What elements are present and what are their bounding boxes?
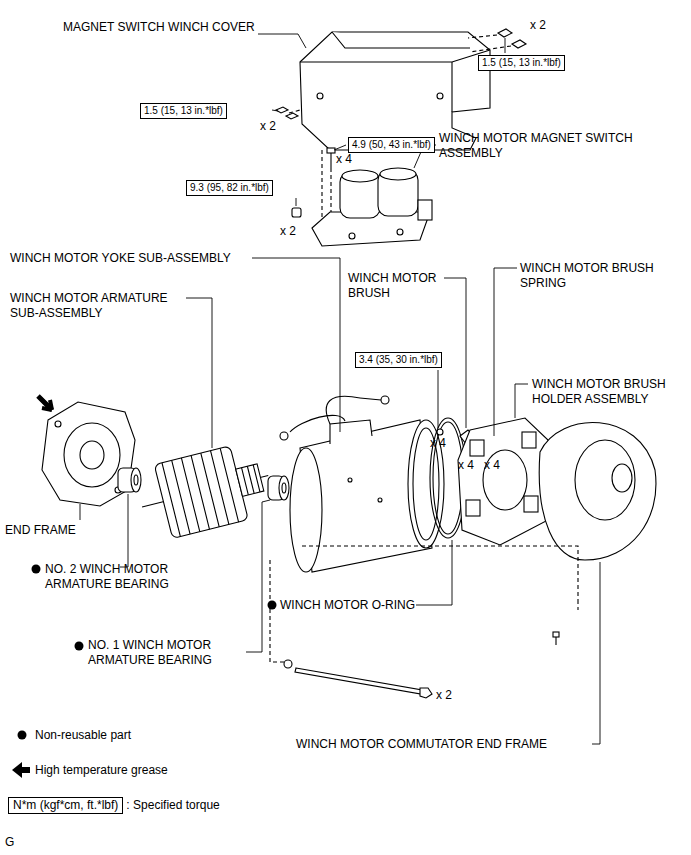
magnet-switch <box>312 168 432 246</box>
legend-text: : Specified torque <box>126 798 219 813</box>
quantity: x 2 <box>530 18 546 33</box>
torque-unit-sample: N*m (kgf*cm, ft.*lbf) <box>8 797 123 814</box>
small-screw <box>553 632 559 645</box>
part-name: WINCH MOTOR ARMATURE SUB-ASSEMBLY <box>10 291 185 321</box>
yoke <box>290 420 444 572</box>
torque-box: 1.5 (15, 13 in.*lbf) <box>478 55 565 71</box>
torque-value: 4.9 (50, 43 in.*lbf) <box>352 139 431 150</box>
brush-holder <box>458 418 548 545</box>
screws <box>276 29 526 119</box>
torque-box: 4.9 (50, 43 in.*lbf) <box>348 137 435 153</box>
quantity: x 4 <box>484 458 500 473</box>
nuts <box>292 208 301 217</box>
part-name: NO. 2 WINCH MOTOR ARMATURE BEARING <box>45 562 190 592</box>
part-name: NO. 1 WINCH MOTOR ARMATURE BEARING <box>88 638 233 668</box>
torque-value: 3.4 (35, 30 in.*lbf) <box>359 354 438 365</box>
part-name: WINCH MOTOR YOKE SUB-ASSEMBLY <box>10 251 231 266</box>
part-name: MAGNET SWITCH WINCH COVER <box>63 20 255 35</box>
part-name: WINCH MOTOR COMMUTATOR END FRAME <box>296 737 547 752</box>
part-name: WINCH MOTOR BRUSH HOLDER ASSEMBLY <box>532 377 684 407</box>
torque-value: 1.5 (15, 13 in.*lbf) <box>482 57 561 68</box>
quantity: x 2 <box>436 688 452 703</box>
torque-value: 9.3 (95, 82 in.*lbf) <box>190 182 269 193</box>
torque-value: 1.5 (15, 13 in.*lbf) <box>144 105 223 116</box>
quantity: x 4 <box>336 152 352 167</box>
bearing-2 <box>118 468 141 492</box>
part-name: WINCH MOTOR BRUSH SPRING <box>520 261 680 291</box>
figure-code: G <box>5 835 14 850</box>
grease-arrow <box>12 762 30 778</box>
part-name: WINCH MOTOR O-RING <box>280 598 415 613</box>
part-name: WINCH MOTOR BRUSH <box>348 271 448 301</box>
quantity: x 4 <box>458 458 474 473</box>
part-name: WINCH MOTOR MAGNET SWITCH ASSEMBLY <box>439 131 654 161</box>
bolts <box>327 148 335 168</box>
legend-text: Non-reusable part <box>35 728 131 743</box>
quantity: x 2 <box>260 119 276 134</box>
through-bolt <box>284 660 432 698</box>
legend-text: High temperature grease <box>35 763 168 778</box>
torque-box: 9.3 (95, 82 in.*lbf) <box>186 180 273 196</box>
commutator-end-frame <box>539 422 656 560</box>
torque-box: 3.4 (35, 30 in.*lbf) <box>355 352 442 368</box>
bearing-1 <box>268 476 289 500</box>
quantity: x 4 <box>430 436 446 451</box>
torque-box: 1.5 (15, 13 in.*lbf) <box>140 103 227 119</box>
part-name: END FRAME <box>5 523 76 538</box>
quantity: x 2 <box>280 224 296 239</box>
armature <box>133 439 278 544</box>
end-frame <box>42 402 135 506</box>
